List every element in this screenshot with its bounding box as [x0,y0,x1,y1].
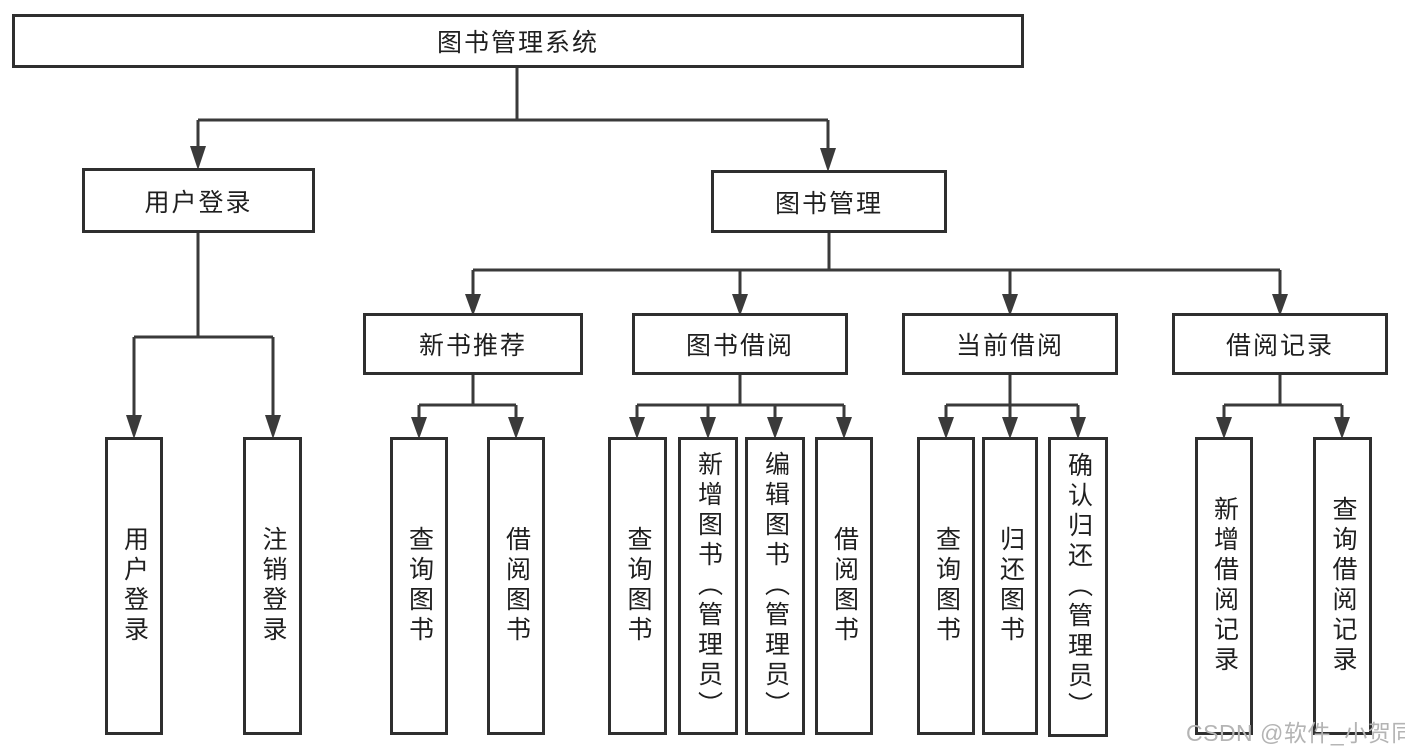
node-section-new-books: 新书推荐 [363,313,583,375]
node-leaf-borrow-add-admin: 新增图书（管理员） [678,437,738,735]
node-section-book-borrow: 图书借阅 [632,313,848,375]
node-leaf-logout: 注销登录 [243,437,302,735]
node-leaf-current-confirm-admin: 确认归还（管理员） [1048,437,1108,737]
node-branch-book-mgmt: 图书管理 [711,170,947,233]
node-leaf-borrow-edit-admin: 编辑图书（管理员） [745,437,805,735]
node-leaf-borrow-query: 查询图书 [608,437,667,735]
node-leaf-current-query: 查询图书 [917,437,975,735]
node-leaf-newbooks-borrow: 借阅图书 [487,437,545,735]
node-leaf-records-query: 查询借阅记录 [1313,437,1372,735]
node-section-borrow-records: 借阅记录 [1172,313,1388,375]
node-leaf-current-return: 归还图书 [982,437,1038,735]
node-leaf-newbooks-query: 查询图书 [390,437,448,735]
node-leaf-records-add: 新增借阅记录 [1195,437,1253,735]
node-branch-user-login: 用户登录 [82,168,315,233]
node-leaf-user-login: 用户登录 [105,437,163,735]
watermark: CSDN @软件_小贺同学 [1186,720,1405,746]
node-section-current-borrow: 当前借阅 [902,313,1118,375]
node-leaf-borrow-borrow: 借阅图书 [815,437,873,735]
node-root: 图书管理系统 [12,14,1024,68]
